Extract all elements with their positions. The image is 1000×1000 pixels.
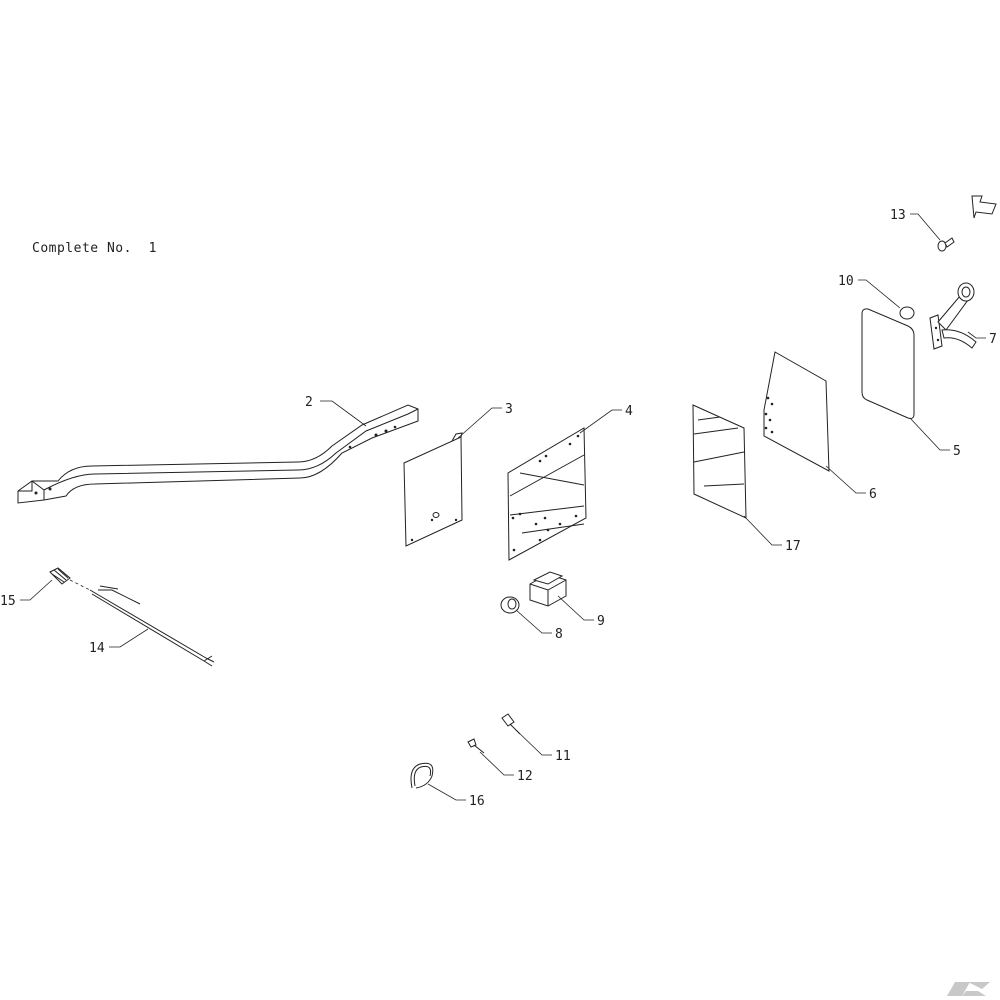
callout-2: 2 bbox=[305, 395, 313, 410]
callout-5: 5 bbox=[953, 444, 961, 459]
part-10-reflector bbox=[899, 306, 915, 320]
callout-16: 16 bbox=[469, 794, 485, 809]
part-5-sheet bbox=[861, 308, 915, 419]
callout-11: 11 bbox=[555, 749, 571, 764]
arrow-icon bbox=[971, 195, 997, 219]
callout-12: 12 bbox=[517, 769, 533, 784]
part-8-reflector bbox=[500, 596, 520, 614]
part-3-plate bbox=[403, 432, 463, 547]
callout-10: 10 bbox=[838, 274, 854, 289]
callout-13: 13 bbox=[890, 208, 906, 223]
part-2-drawbar bbox=[17, 404, 419, 504]
callout-14: 14 bbox=[89, 641, 105, 656]
callout-9: 9 bbox=[597, 614, 605, 629]
part-6-sheet bbox=[763, 351, 830, 472]
part-15-plug bbox=[49, 567, 91, 591]
callout-8: 8 bbox=[555, 627, 563, 642]
heading: Complete No. 1 bbox=[32, 241, 157, 256]
callout-4: 4 bbox=[625, 404, 633, 419]
part-12-screw bbox=[467, 738, 485, 754]
callouts: 2 3 4 5 6 7 8 9 10 11 12 13 14 15 16 17 bbox=[0, 208, 997, 809]
part-9-lamp bbox=[529, 571, 567, 607]
callout-3: 3 bbox=[505, 402, 513, 417]
part-17-striped-sheet bbox=[692, 404, 747, 519]
callout-6: 6 bbox=[869, 487, 877, 502]
heading-label: Complete No. bbox=[32, 241, 132, 256]
callout-17: 17 bbox=[785, 539, 801, 554]
callout-7: 7 bbox=[989, 332, 997, 347]
heading-number: 1 bbox=[148, 241, 157, 256]
part-7-lamp-bracket bbox=[929, 282, 977, 350]
logo-k-icon bbox=[947, 982, 990, 996]
leader-lines bbox=[20, 213, 986, 801]
part-13-bulb bbox=[937, 237, 955, 252]
part-16-cable-tie bbox=[410, 762, 434, 789]
part-14-cable bbox=[89, 585, 215, 667]
part-4-warning-plate bbox=[507, 427, 587, 561]
callout-15: 15 bbox=[0, 594, 16, 609]
